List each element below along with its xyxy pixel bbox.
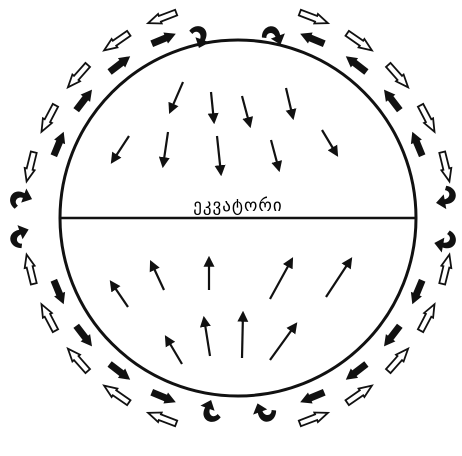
arrow-icon <box>286 88 293 118</box>
hollow-current-arrow-icon <box>104 31 130 51</box>
hollow-current-arrow-icon <box>386 349 408 373</box>
curl-arrow-icon <box>7 184 34 213</box>
solid-current-arrow-icon <box>384 324 403 347</box>
solid-current-arrow-icon <box>346 361 369 380</box>
hollow-current-arrow-icon <box>42 104 59 132</box>
solid-current-arrow-icon <box>51 279 66 304</box>
arrow-icon <box>163 132 168 166</box>
hollow-current-arrow-icon <box>68 63 90 87</box>
hollow-current-arrow-icon <box>25 255 37 285</box>
arrow-icon <box>166 337 182 364</box>
solid-current-arrow-icon <box>384 90 403 113</box>
hollow-current-arrow-icon <box>299 10 328 24</box>
arrow-icon <box>270 259 292 299</box>
arrow-icon <box>242 96 250 126</box>
hollow-current-arrow-icon <box>42 304 59 332</box>
solid-current-arrow-icon <box>150 389 175 404</box>
hollow-current-arrow-icon <box>386 63 408 87</box>
arrow-icon <box>151 262 164 290</box>
solid-current-arrow-icon <box>73 324 92 347</box>
arrow-icon <box>170 82 183 112</box>
arrow-icon <box>204 318 210 356</box>
curl-arrow-icon <box>6 222 33 251</box>
curl-arrow-icon <box>433 184 458 210</box>
solid-current-arrow-icon <box>150 33 175 48</box>
solid-current-arrow-icon <box>108 56 131 75</box>
curl-arrow-icon <box>250 398 279 425</box>
arrow-icon <box>112 136 129 162</box>
hollow-current-arrow-icon <box>418 304 435 332</box>
solid-current-arrow-icon <box>346 56 369 75</box>
hollow-current-arrow-icon <box>104 386 130 406</box>
hollow-current-arrow-icon <box>148 10 177 24</box>
equator-label: ეკვატორი <box>193 196 282 216</box>
arrow-icon <box>242 313 243 358</box>
hollow-current-arrow-icon <box>346 31 372 51</box>
arrow-icon <box>326 259 351 297</box>
curl-arrow-icon <box>433 228 458 254</box>
hollow-current-arrow-icon <box>418 104 435 132</box>
hollow-current-arrow-icon <box>439 152 451 182</box>
solid-current-arrow-icon <box>411 279 426 304</box>
solid-current-arrow-icon <box>108 361 131 380</box>
arrow-icon <box>111 282 128 307</box>
hollow-current-arrow-icon <box>346 386 372 406</box>
solid-current-arrow-icon <box>411 132 426 157</box>
solid-current-arrow-icon <box>300 33 325 48</box>
arrow-icon <box>270 324 296 360</box>
inner-arrows <box>111 82 351 364</box>
hollow-current-arrow-icon <box>68 349 90 373</box>
curl-arrow-icon <box>196 397 225 424</box>
hollow-current-arrow-icon <box>439 255 451 285</box>
arrow-icon <box>211 92 214 122</box>
arrow-icon <box>217 136 221 174</box>
hollow-current-arrow-icon <box>25 152 37 182</box>
arrow-icon <box>322 130 337 155</box>
hollow-current-arrow-icon <box>148 413 177 427</box>
arrow-icon <box>271 140 279 170</box>
solid-current-arrow-icon <box>51 132 66 157</box>
solid-current-arrow-icon <box>300 389 325 404</box>
hollow-current-arrow-icon <box>299 413 328 427</box>
solid-current-arrow-icon <box>73 90 92 113</box>
